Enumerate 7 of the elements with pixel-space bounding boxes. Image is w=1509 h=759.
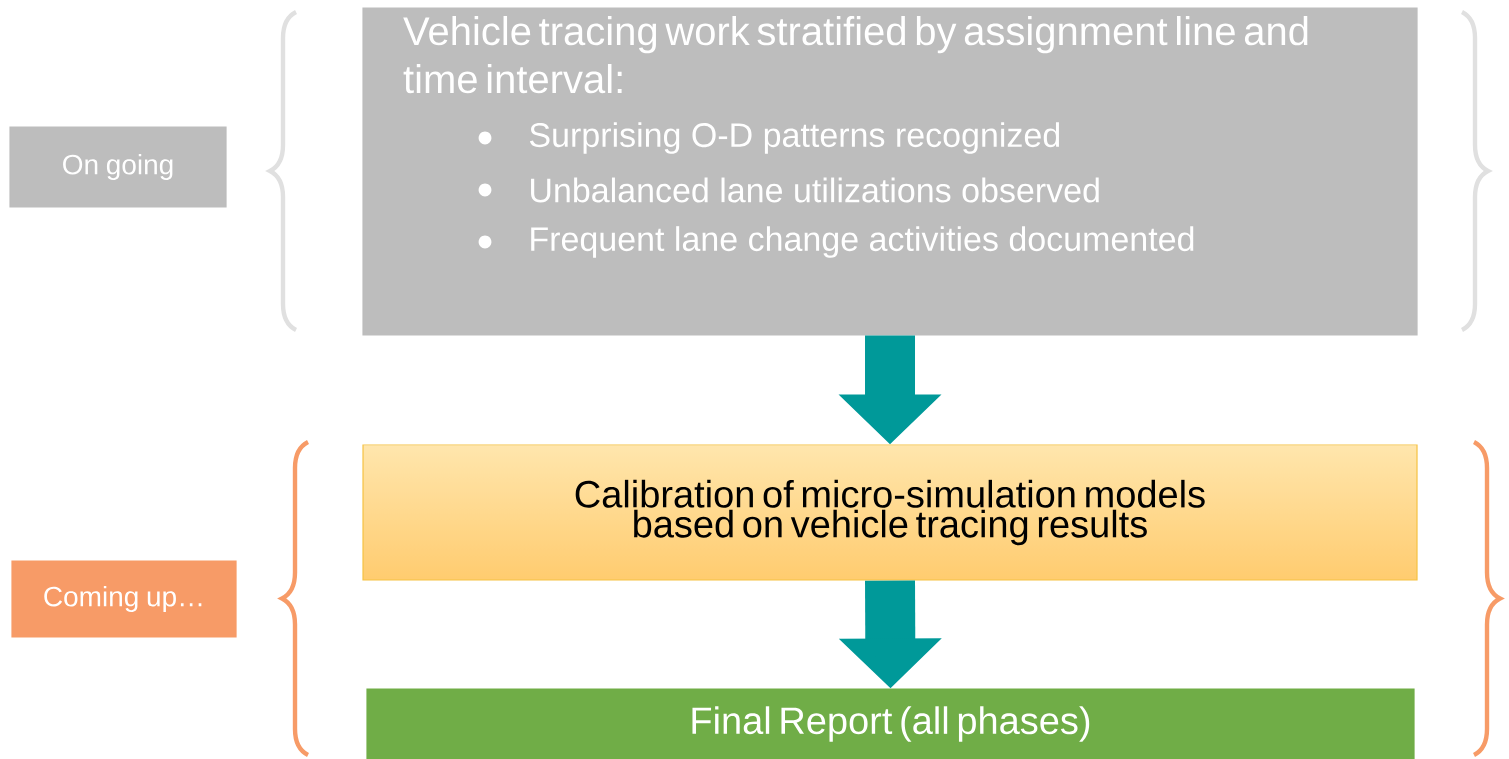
process-box: Final Report (all phases) bbox=[366, 688, 1415, 759]
bullet-text: Unbalanced lane utilizations observed bbox=[531, 177, 1099, 203]
bullet-text: Surprising O-D patterns recognized bbox=[529, 122, 1060, 154]
status-tag: On going bbox=[9, 126, 227, 208]
bullet-text: Frequent lane change activities documented bbox=[531, 226, 1194, 258]
status-tag: Coming up… bbox=[11, 560, 237, 638]
process-box: Calibration of micro-simulation models based on vehicle tracing results bbox=[362, 444, 1418, 581]
